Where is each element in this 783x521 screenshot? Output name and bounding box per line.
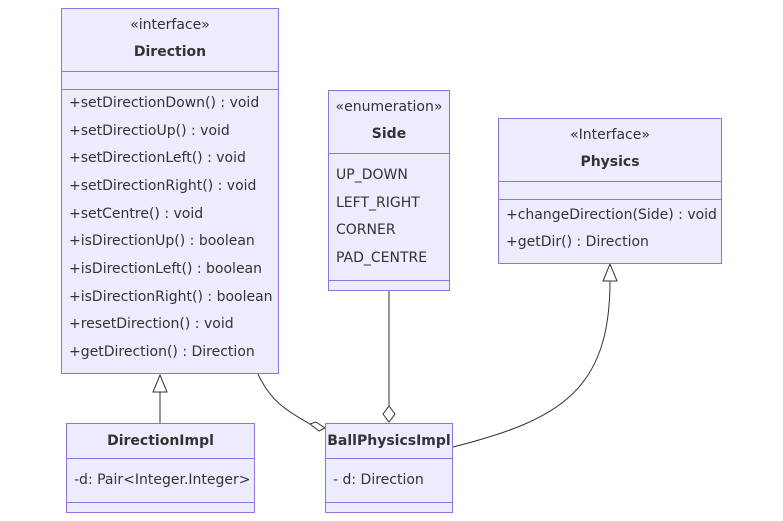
method-row: +isDirectionUp() : boolean (69, 233, 255, 249)
direction-to-ballphysics-edge (257, 373, 311, 425)
separator (329, 280, 449, 281)
method-row: +resetDirection() : void (69, 316, 234, 332)
separator (67, 458, 254, 459)
separator (326, 502, 452, 503)
realization-arrowhead-direction (152, 373, 168, 393)
separator (499, 181, 721, 182)
directionimpl-class-box: DirectionImpl -d: Pair<Integer.Integer> (66, 423, 255, 513)
ballphysics-to-physics-edge (452, 280, 611, 448)
separator (62, 71, 278, 72)
method-row: +isDirectionLeft() : boolean (69, 261, 263, 277)
enum-value-row: CORNER (336, 222, 396, 238)
class-name: Side (371, 126, 407, 142)
field-row: -d: Pair<Integer.Integer> (74, 472, 251, 488)
side-enum-box: «enumeration» Side UP_DOWN LEFT_RIGHT CO… (328, 90, 450, 291)
class-name: DirectionImpl (107, 433, 214, 449)
separator (62, 89, 278, 90)
method-row: +changeDirection(Side) : void (506, 207, 717, 223)
method-row: +setDirectionDown() : void (69, 95, 260, 111)
class-stereotype: «interface» (130, 17, 210, 33)
class-name: Physics (580, 154, 640, 170)
physics-class-box: «Interface» Physics +changeDirection(Sid… (498, 118, 722, 264)
field-row: - d: Direction (333, 472, 424, 488)
enum-value-row: PAD_CENTRE (336, 250, 428, 266)
separator (326, 458, 452, 459)
separator (499, 199, 721, 200)
method-row: +getDir() : Direction (506, 234, 649, 250)
separator (329, 153, 449, 154)
direction-class-box: «interface» Direction +setDirectionDown(… (61, 8, 279, 374)
class-name: BallPhysicsImpl (327, 433, 451, 449)
class-stereotype: «enumeration» (335, 99, 443, 115)
method-row: +setDirectionRight() : void (69, 178, 257, 194)
enum-value-row: LEFT_RIGHT (336, 195, 420, 211)
class-name: Direction (133, 44, 207, 60)
method-row: +setDirectionLeft() : void (69, 150, 246, 166)
method-row: +getDirection() : Direction (69, 344, 255, 360)
method-row: +setDirectioUp() : void (69, 123, 230, 139)
realization-arrowhead-physics (602, 262, 618, 282)
method-row: +isDirectionRight() : boolean (69, 289, 273, 305)
method-row: +setCentre() : void (69, 206, 204, 222)
class-stereotype: «Interface» (570, 127, 650, 143)
aggregation-diamond-direction (308, 421, 326, 432)
enum-value-row: UP_DOWN (336, 167, 408, 183)
ballphysicsimpl-class-box: BallPhysicsImpl - d: Direction (325, 423, 453, 513)
separator (67, 502, 254, 503)
aggregation-diamond-side (382, 405, 396, 423)
